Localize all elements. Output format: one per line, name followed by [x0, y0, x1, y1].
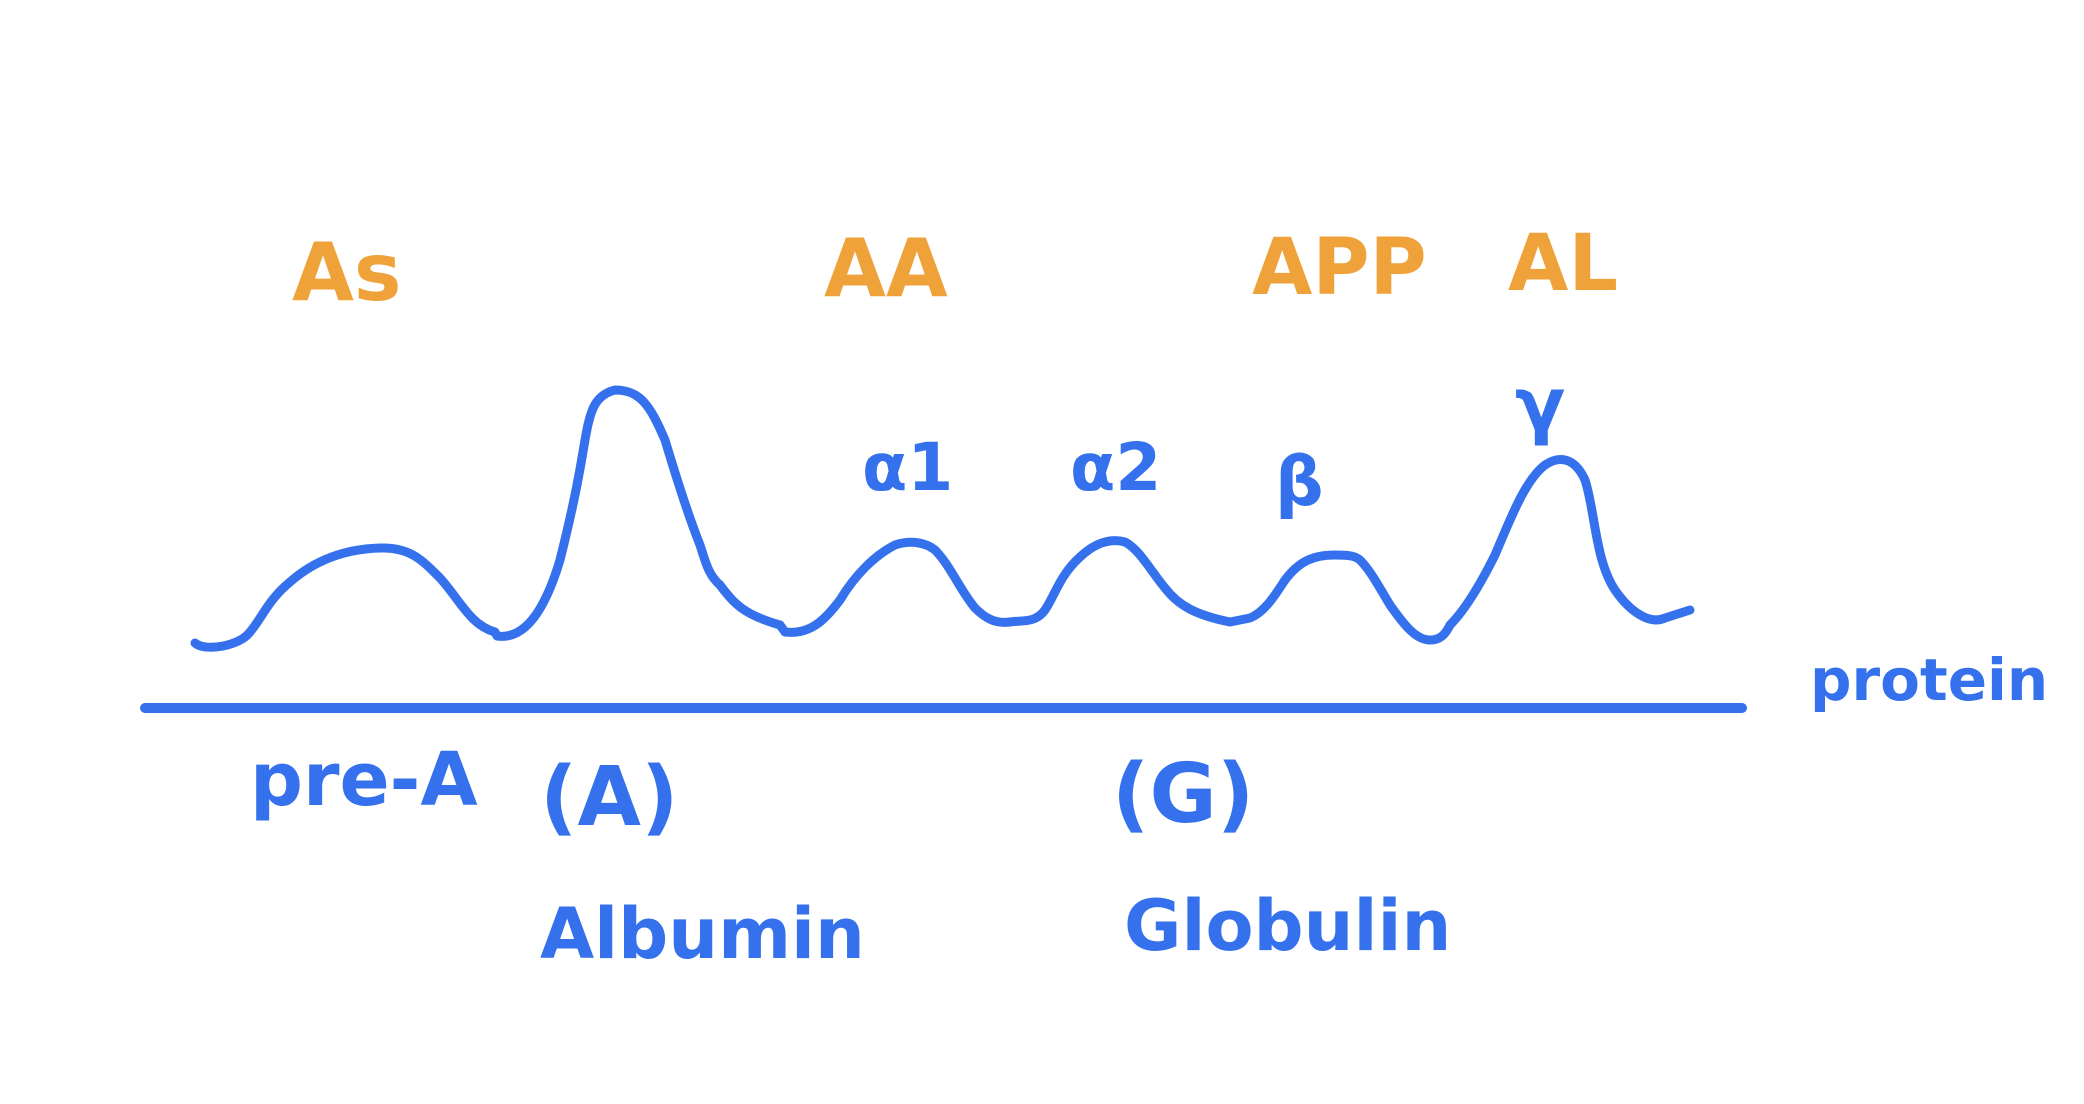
label-globulin: Globulin: [1124, 885, 1451, 967]
label-alpha1: α1: [862, 429, 953, 506]
label-albumin-abbr: (A): [540, 750, 678, 845]
label-beta: β: [1275, 443, 1324, 522]
axis-label-protein: protein: [1810, 646, 2048, 714]
label-aa: AA: [824, 222, 948, 315]
label-albumin: Albumin: [540, 893, 865, 975]
label-al: AL: [1508, 219, 1618, 309]
label-as: As: [292, 226, 402, 319]
electrophoresis-curve: [190, 385, 1695, 652]
label-app: APP: [1252, 223, 1427, 313]
label-pre-albumin: pre-A: [250, 737, 478, 823]
label-alpha2: α2: [1070, 429, 1161, 506]
label-gamma: γ: [1515, 362, 1565, 448]
label-globulin-abbr: (G): [1112, 747, 1254, 842]
